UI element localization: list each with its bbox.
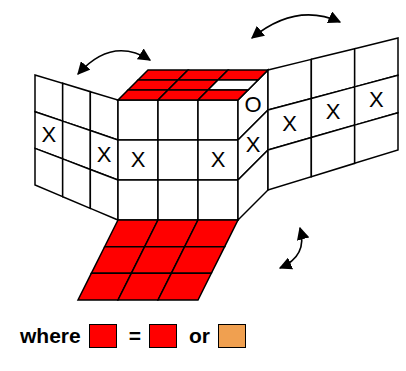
- grid-cell: [208, 80, 258, 90]
- grid-cell: [198, 140, 238, 180]
- grid-cell: [90, 169, 118, 220]
- grid-cell: [355, 113, 398, 164]
- grid-cell: [171, 247, 224, 274]
- x-mark: X: [369, 89, 384, 111]
- x-mark: X: [97, 144, 112, 166]
- grid-cell: [268, 138, 311, 190]
- o-mark: O: [244, 94, 261, 116]
- legend-text: where: [20, 324, 81, 348]
- grid-cell: [158, 180, 198, 220]
- legend-text: or: [189, 324, 210, 348]
- legend-text: =: [129, 324, 141, 348]
- x-mark: X: [131, 149, 146, 171]
- fold-arrow: [280, 228, 302, 268]
- grid-cell: [118, 180, 158, 220]
- grid-cell: [63, 159, 91, 208]
- grid-cell: [311, 125, 354, 177]
- x-mark: X: [282, 113, 297, 135]
- grid-cell: [198, 100, 238, 140]
- fold-arrow: [252, 15, 340, 38]
- grid-cell: [238, 150, 268, 220]
- grid-cell: [158, 273, 211, 300]
- grid-cell: [218, 70, 268, 80]
- grid-cell: [158, 100, 198, 140]
- fold-arrow: [78, 51, 150, 74]
- grid-cell: [158, 140, 198, 180]
- grid-cell: [118, 140, 158, 180]
- color-swatch: [89, 324, 117, 348]
- x-mark: X: [326, 101, 341, 123]
- grid-cell: [198, 180, 238, 220]
- color-swatch: [149, 324, 177, 348]
- legend: where = or: [20, 324, 250, 348]
- x-mark: X: [246, 134, 261, 156]
- grid-cell: [198, 90, 248, 100]
- grid-cell: [185, 220, 238, 247]
- grid-cell: [35, 148, 63, 196]
- color-swatch: [218, 324, 246, 348]
- grid-cell: [118, 100, 158, 140]
- x-mark: X: [41, 124, 56, 146]
- x-mark: X: [211, 149, 226, 171]
